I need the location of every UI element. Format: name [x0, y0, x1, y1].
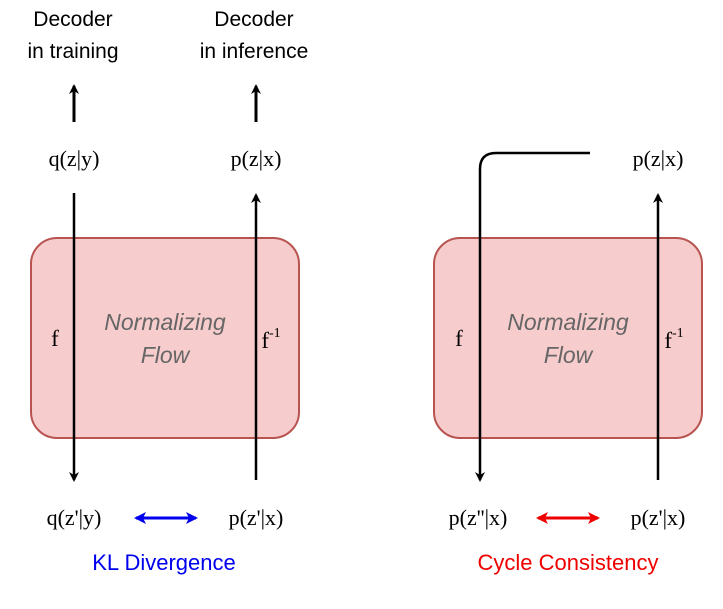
left-decoder-training-line2: in training: [27, 40, 118, 63]
right-p-zprime-given-x: p(z'|x): [631, 505, 686, 530]
left-p-z-given-x: p(z|x): [231, 146, 282, 171]
left-f-inverse-label: f-1: [261, 326, 280, 353]
left-decoder-training-line1: Decoder: [33, 8, 112, 31]
right-panel: p(z|x) Normalizing Flow f f-1 p(z''|x) p…: [433, 146, 703, 575]
left-box-label-line1: Normalizing: [104, 309, 226, 335]
right-p-zdoubleprime-given-x: p(z''|x): [449, 505, 508, 530]
left-q-z-given-y: q(z|y): [49, 146, 100, 171]
left-panel: Decoder in training Decoder in inference…: [27, 8, 308, 575]
right-f-label: f: [455, 326, 463, 351]
right-box-label-line1: Normalizing: [507, 309, 629, 335]
right-p-z-given-x: p(z|x): [633, 146, 684, 171]
right-normalizing-flow-box: [433, 237, 703, 439]
right-arrow-f-cycle: [475, 151, 590, 482]
left-decoder-inference-line2: in inference: [200, 40, 309, 63]
left-p-zprime-given-x: p(z'|x): [229, 505, 284, 530]
cycle-consistency-caption: Cycle Consistency: [478, 550, 659, 575]
kl-divergence-caption: KL Divergence: [92, 550, 235, 575]
left-normalizing-flow-box: [30, 237, 300, 439]
left-box-label-line2: Flow: [141, 342, 191, 368]
right-f-inverse-label: f-1: [664, 326, 683, 353]
left-decoder-inference-line1: Decoder: [214, 8, 293, 31]
right-box-label-line2: Flow: [544, 342, 594, 368]
left-f-label: f: [51, 326, 59, 351]
left-q-zprime-given-y: q(z'|y): [47, 505, 102, 530]
